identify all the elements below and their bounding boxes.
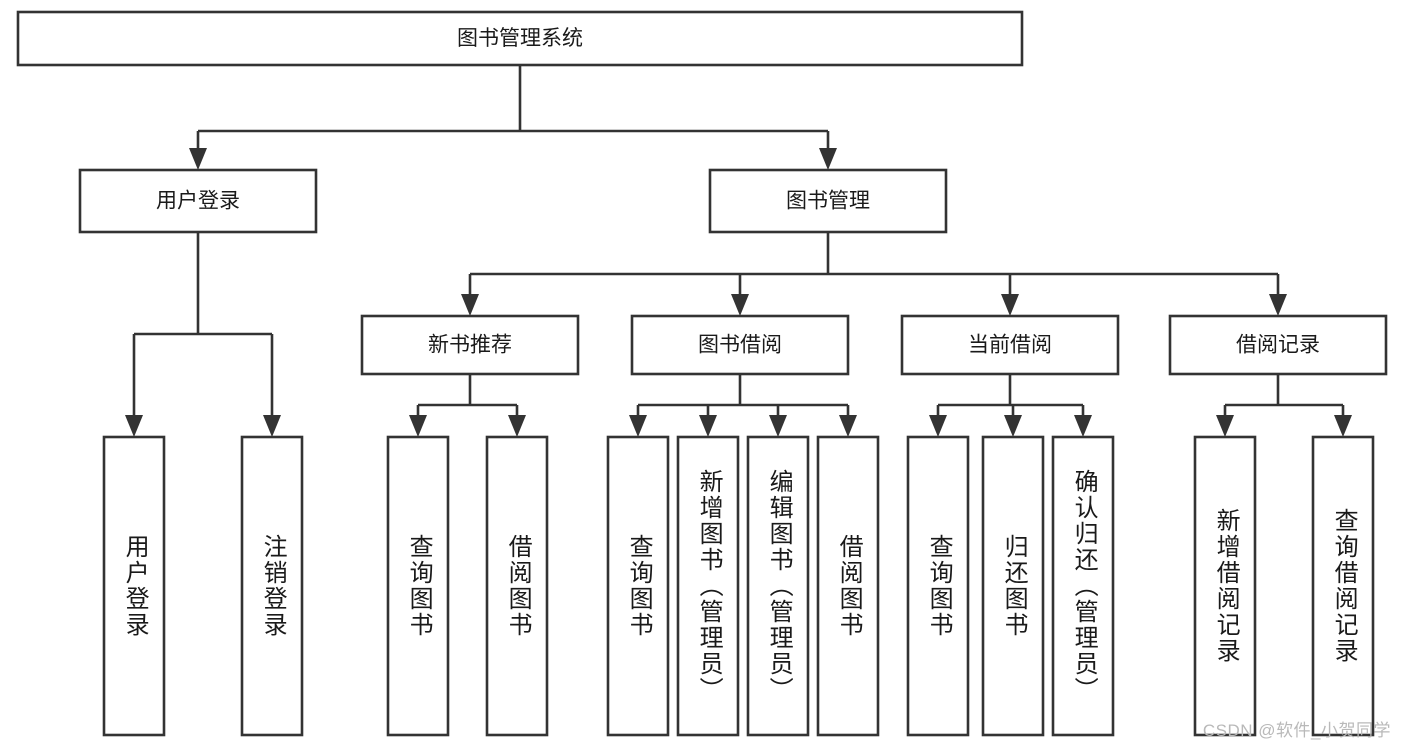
arrowhead-root-child-1: [819, 148, 837, 170]
leaf-用户登录[interactable]: [102, 435, 166, 737]
arrowhead-新书推荐-leaf-1: [508, 415, 526, 437]
arrowhead-mgmt-child-2: [1001, 294, 1019, 316]
arrowhead-借阅记录-leaf-0: [1216, 415, 1234, 437]
arrowhead-新书推荐-leaf-0: [409, 415, 427, 437]
node-label-借阅记录: 借阅记录: [1236, 334, 1320, 357]
leaf-注销登录[interactable]: [240, 435, 304, 737]
node-借阅记录[interactable]: [1168, 314, 1388, 376]
leaf-编辑图书管理员[interactable]: [746, 435, 810, 737]
leaf-新增图书管理员[interactable]: [676, 435, 740, 737]
arrowhead-root-child-0: [189, 148, 207, 170]
node-label-新书推荐: 新书推荐: [428, 334, 512, 357]
leaf-借阅图书[interactable]: [816, 435, 880, 737]
arrowhead-mgmt-child-0: [461, 294, 479, 316]
arrowhead-user-leaf-0: [125, 415, 143, 437]
leaf-查询图书[interactable]: [606, 435, 670, 737]
arrowhead-user-leaf-1: [263, 415, 281, 437]
arrowhead-当前借阅-leaf-2: [1074, 415, 1092, 437]
node-用户登录[interactable]: [78, 168, 318, 234]
node-label-图书管理: 图书管理: [786, 190, 870, 213]
node-图书管理[interactable]: [708, 168, 948, 234]
node-root-图书管理系统[interactable]: [16, 10, 1024, 67]
node-当前借阅[interactable]: [900, 314, 1120, 376]
node-label-图书借阅: 图书借阅: [698, 334, 782, 357]
leaf-查询图书[interactable]: [386, 435, 450, 737]
arrowhead-mgmt-child-3: [1269, 294, 1287, 316]
arrowhead-当前借阅-leaf-0: [929, 415, 947, 437]
leaf-借阅图书[interactable]: [485, 435, 549, 737]
leaf-查询借阅记录[interactable]: [1311, 435, 1375, 737]
connector-layer: [125, 65, 1352, 437]
arrowhead-借阅记录-leaf-1: [1334, 415, 1352, 437]
node-新书推荐[interactable]: [360, 314, 580, 376]
box-layer: [16, 10, 1388, 737]
node-label-当前借阅: 当前借阅: [968, 334, 1052, 357]
leaf-新增借阅记录[interactable]: [1193, 435, 1257, 737]
arrowhead-mgmt-child-1: [731, 294, 749, 316]
leaf-归还图书[interactable]: [981, 435, 1045, 737]
watermark: CSDN @软件_小贺同学: [1202, 721, 1391, 740]
arrowhead-当前借阅-leaf-1: [1004, 415, 1022, 437]
arrowhead-图书借阅-leaf-1: [699, 415, 717, 437]
arrowhead-图书借阅-leaf-3: [839, 415, 857, 437]
leaf-确认归还管理员[interactable]: [1051, 435, 1115, 737]
node-图书借阅[interactable]: [630, 314, 850, 376]
node-label-用户登录: 用户登录: [156, 190, 240, 213]
arrowhead-图书借阅-leaf-0: [629, 415, 647, 437]
arrowhead-图书借阅-leaf-2: [769, 415, 787, 437]
node-label-root: 图书管理系统: [457, 27, 583, 50]
leaf-查询图书[interactable]: [906, 435, 970, 737]
